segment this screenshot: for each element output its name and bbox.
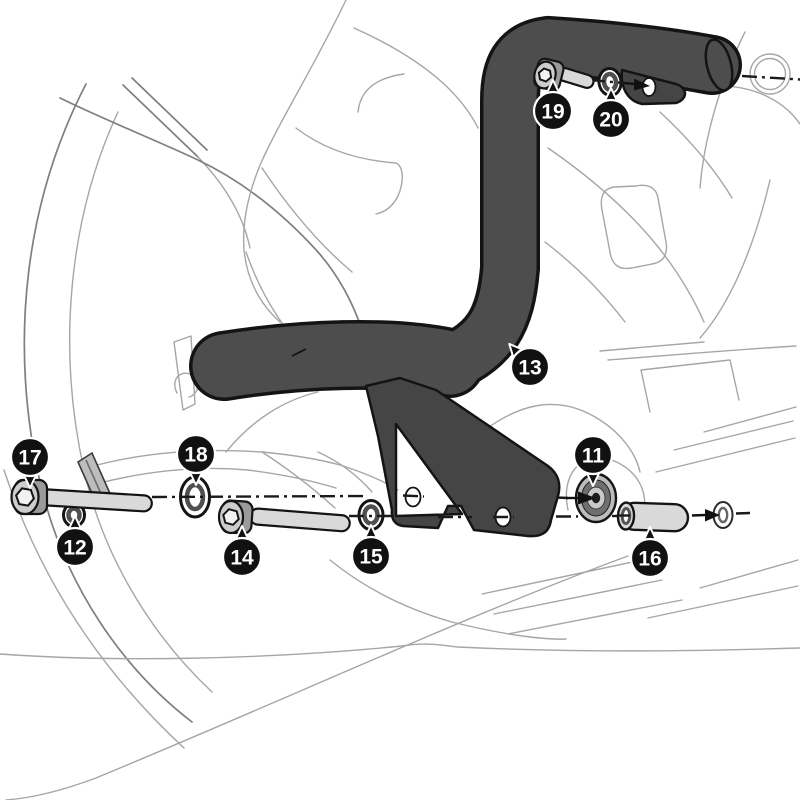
callout-20: 20 [590,87,632,140]
callout-15-number: 15 [359,546,383,569]
callout-17: 17 [9,436,51,489]
callout-12: 12 [54,515,96,568]
callout-15: 15 [350,524,392,577]
callout-20-number: 20 [599,109,622,132]
crash-bar [189,15,742,401]
bolt-19 [533,57,595,92]
callout-13: 13 [508,342,551,388]
callout-19: 19 [532,79,574,132]
callout-13-number: 13 [518,357,541,380]
bolt-14 [217,499,351,535]
spacer-sleeve [616,501,690,533]
washer-12 [62,502,86,528]
weld-mark [291,348,307,357]
top-axis-arrow [623,78,650,91]
callout-11-number: 11 [582,445,605,468]
assembly-axis-lines [151,74,800,519]
callout-16-number: 16 [638,548,661,571]
callout-18: 18 [175,433,217,486]
frame-hole-ring-inner [753,57,787,91]
callout-12-number: 12 [63,537,86,560]
callout-19-number: 19 [541,101,564,124]
lower-axis-arrow [691,509,751,522]
callout-11: 11 [572,434,614,487]
upper-axis-arrow [566,491,596,505]
callout-14: 14 [221,525,263,578]
callout-17-number: 17 [18,447,41,470]
bar-end-cap [704,38,734,92]
callout-18-number: 18 [184,444,208,467]
callout-16: 16 [629,526,671,579]
frame-hole-ring-outer [749,53,791,95]
callout-14-number: 14 [230,547,254,570]
mounting-bracket [364,376,561,538]
